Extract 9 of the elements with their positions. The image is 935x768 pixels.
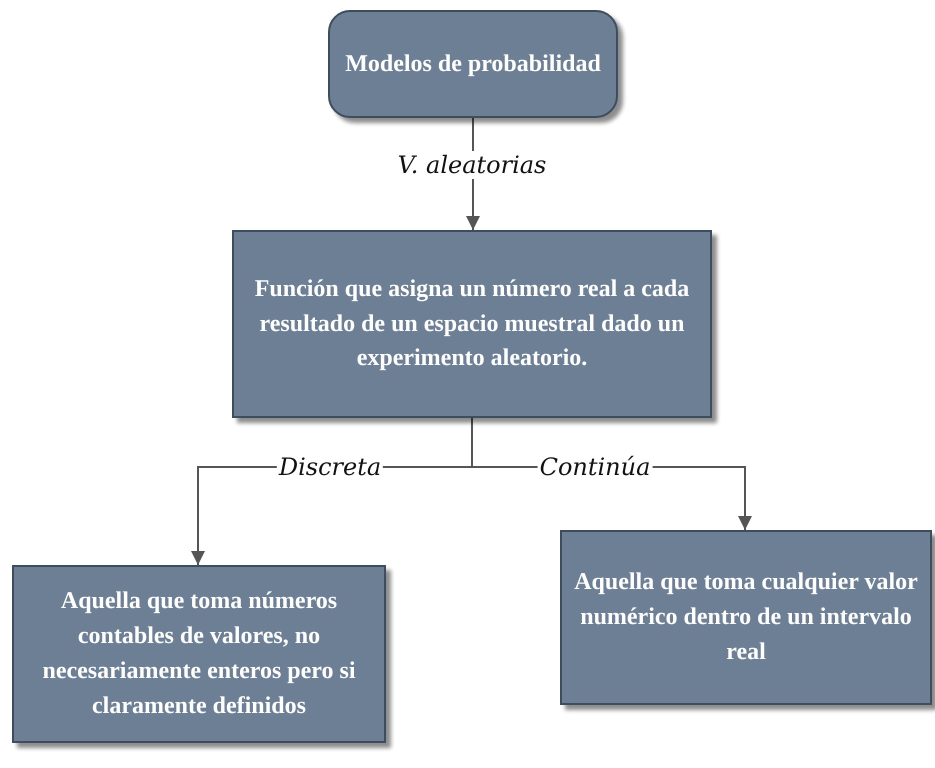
node-text: Función que asigna un número real a cada resultado de un espacio muestral dado un experimento aleatorio. — [254, 274, 690, 374]
process-box — [12, 565, 386, 743]
node-text: Aquella que toma cualquier valor numérico dentro de un intervalo real — [573, 568, 919, 667]
process-box — [560, 530, 932, 705]
start-box — [328, 10, 618, 118]
node-text: Modelos de probabilidad — [344, 50, 602, 79]
node-text: Aquella que toma números contables de valores, no necesariamente enteros pero si claramente definidos — [41, 587, 357, 721]
edge-label: V. aleatorias — [396, 151, 548, 179]
process-box — [232, 230, 712, 418]
